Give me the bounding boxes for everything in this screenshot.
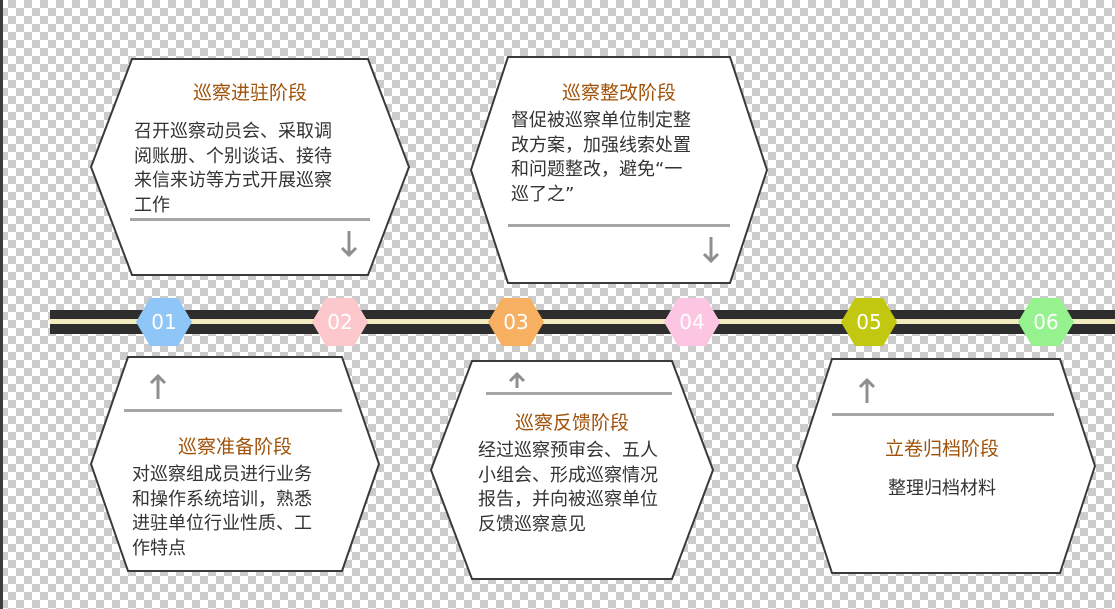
stage-description-line: 来信来访等方式开展巡察 <box>134 170 332 191</box>
step-number: 06 <box>1033 310 1059 334</box>
step-node-05: 05 <box>841 298 897 346</box>
stage-description: 督促被巡察单位制定整 改方案，加强线索处置 和问题整改，避免“一 巡了之” <box>511 109 731 207</box>
step-number: 01 <box>151 310 177 334</box>
stage-divider <box>130 218 370 221</box>
stage-description: 对巡察组成员进行业务 和操作系统培训，熟悉 进驻单位行业性质、工 作特点 <box>132 463 342 561</box>
stage-description-line: 和操作系统培训，熟悉 <box>132 488 312 510</box>
stage-divider <box>508 224 730 227</box>
stage-title: 巡察进驻阶段 <box>192 82 307 104</box>
stage-card-hexagon <box>429 360 715 580</box>
stage-description: 整理归档材料 <box>796 477 1088 502</box>
stage-description-line: 小组会、形成巡察情况 <box>478 464 658 486</box>
arrow-up-icon <box>858 377 876 403</box>
stage-divider <box>124 409 342 412</box>
stage-card-feedback: 巡察反馈阶段 经过巡察预审会、五人 小组会、形成巡察情况 报告，并向被巡察单位 … <box>429 360 715 580</box>
stage-divider <box>832 413 1054 416</box>
stage-description-line: 召开巡察动员会、采取调 <box>134 121 332 142</box>
stage-description-line: 督促被巡察单位制定整 <box>511 110 691 131</box>
step-node-02: 02 <box>312 298 368 346</box>
stage-card-rectification: 巡察整改阶段 督促被巡察单位制定整 改方案，加强线索处置 和问题整改，避免“一 … <box>469 56 769 284</box>
stage-card-hexagon <box>795 358 1097 574</box>
arrow-down-icon <box>340 231 358 258</box>
stage-card-hexagon <box>89 58 411 276</box>
step-node-03: 03 <box>488 298 544 346</box>
stage-description-line: 经过巡察预审会、五人 <box>478 440 658 461</box>
stage-description-line: 反馈巡察意见 <box>478 513 586 535</box>
stage-description-line: 阅账册、个别谈话、接待 <box>134 145 332 167</box>
arrow-down-icon <box>702 237 720 264</box>
stage-title: 巡察反馈阶段 <box>514 412 629 434</box>
stage-card-preparation: 巡察准备阶段 对巡察组成员进行业务 和操作系统培训，熟悉 进驻单位行业性质、工 … <box>89 356 381 572</box>
stage-description-line: 和问题整改，避免“一 <box>511 159 683 180</box>
step-node-01: 01 <box>136 298 192 346</box>
step-number: 03 <box>503 310 529 334</box>
stage-description-line: 改方案，加强线索处置 <box>511 134 691 156</box>
stage-description-line: 进驻单位行业性质、工 <box>132 513 312 534</box>
step-node-04: 04 <box>664 298 720 346</box>
step-number: 04 <box>679 310 705 334</box>
stage-title: 巡察整改阶段 <box>561 82 676 104</box>
stage-description: 召开巡察动员会、采取调 阅账册、个别谈话、接待 来信来访等方式开展巡察 工作 <box>134 120 374 218</box>
step-number: 05 <box>856 310 882 334</box>
stage-title: 巡察准备阶段 <box>177 436 292 458</box>
stage-title: 立卷归档阶段 <box>884 438 999 460</box>
left-frame-border <box>0 0 3 609</box>
stage-description-line: 对巡察组成员进行业务 <box>132 464 312 485</box>
stage-description-line: 巡了之” <box>511 183 575 205</box>
step-number: 02 <box>327 310 353 334</box>
stage-description-line: 报告，并向被巡察单位 <box>478 489 658 510</box>
step-node-06: 06 <box>1018 298 1074 346</box>
timeline-track <box>50 310 1115 334</box>
timeline-center-stripe <box>50 319 1115 324</box>
stage-description: 经过巡察预审会、五人 小组会、形成巡察情况 报告，并向被巡察单位 反馈巡察意见 <box>478 439 678 537</box>
stage-description-line: 工作 <box>134 194 170 216</box>
stage-description-line: 整理归档材料 <box>888 478 996 499</box>
stage-card-entry: 巡察进驻阶段 召开巡察动员会、采取调 阅账册、个别谈话、接待 来信来访等方式开展… <box>89 58 411 276</box>
arrow-up-icon <box>508 371 526 388</box>
stage-divider <box>486 392 672 395</box>
arrow-up-icon <box>149 373 167 399</box>
stage-card-archiving: 立卷归档阶段 整理归档材料 <box>795 358 1097 574</box>
stage-description-line: 作特点 <box>132 537 186 559</box>
